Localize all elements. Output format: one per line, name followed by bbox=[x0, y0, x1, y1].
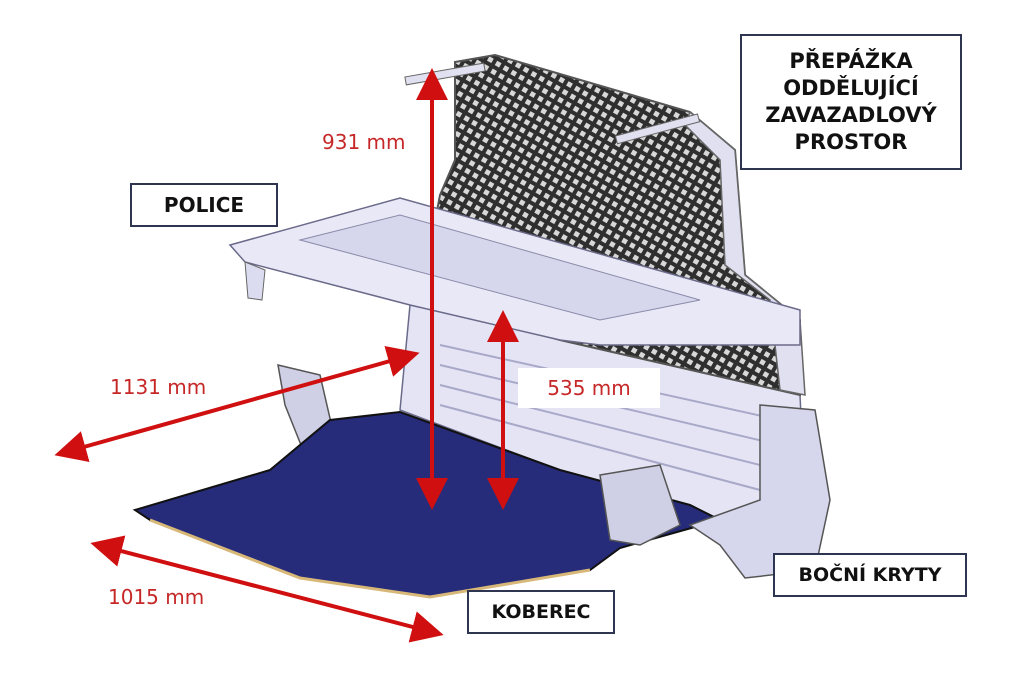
arrow-1015 bbox=[90, 535, 444, 643]
dim-1015: 1015 mm bbox=[108, 585, 205, 609]
partition-line-4: PROSTOR bbox=[794, 130, 908, 154]
dim-931: 931 mm bbox=[322, 130, 406, 154]
shelf-leg bbox=[244, 261, 266, 301]
side-covers-label-text: BOČNÍ KRYTY bbox=[798, 564, 942, 586]
right-wheel-arch bbox=[599, 464, 681, 546]
label-shelf: POLICE bbox=[130, 183, 278, 227]
carpet-label-text: KOBEREC bbox=[491, 601, 591, 623]
dim-535: 535 mm bbox=[518, 368, 660, 408]
partition-line-3: ZAVAZADLOVÝ bbox=[765, 103, 937, 127]
right-side-cover bbox=[688, 404, 831, 579]
partition-line-2: ODDĚLUJÍCÍ bbox=[783, 76, 919, 100]
shelf-recess bbox=[298, 214, 701, 321]
label-carpet: KOBEREC bbox=[467, 590, 615, 634]
partition-hook-right bbox=[614, 113, 701, 145]
label-side-covers: BOČNÍ KRYTY bbox=[773, 553, 967, 597]
dim-1131: 1131 mm bbox=[110, 375, 207, 399]
shelf-label-text: POLICE bbox=[163, 193, 245, 217]
partition-line-1: PŘEPÁŽKA bbox=[789, 49, 913, 73]
label-partition: PŘEPÁŽKA ODDĚLUJÍCÍ ZAVAZADLOVÝ PROSTOR bbox=[740, 34, 962, 170]
arrow-1131 bbox=[54, 346, 420, 462]
